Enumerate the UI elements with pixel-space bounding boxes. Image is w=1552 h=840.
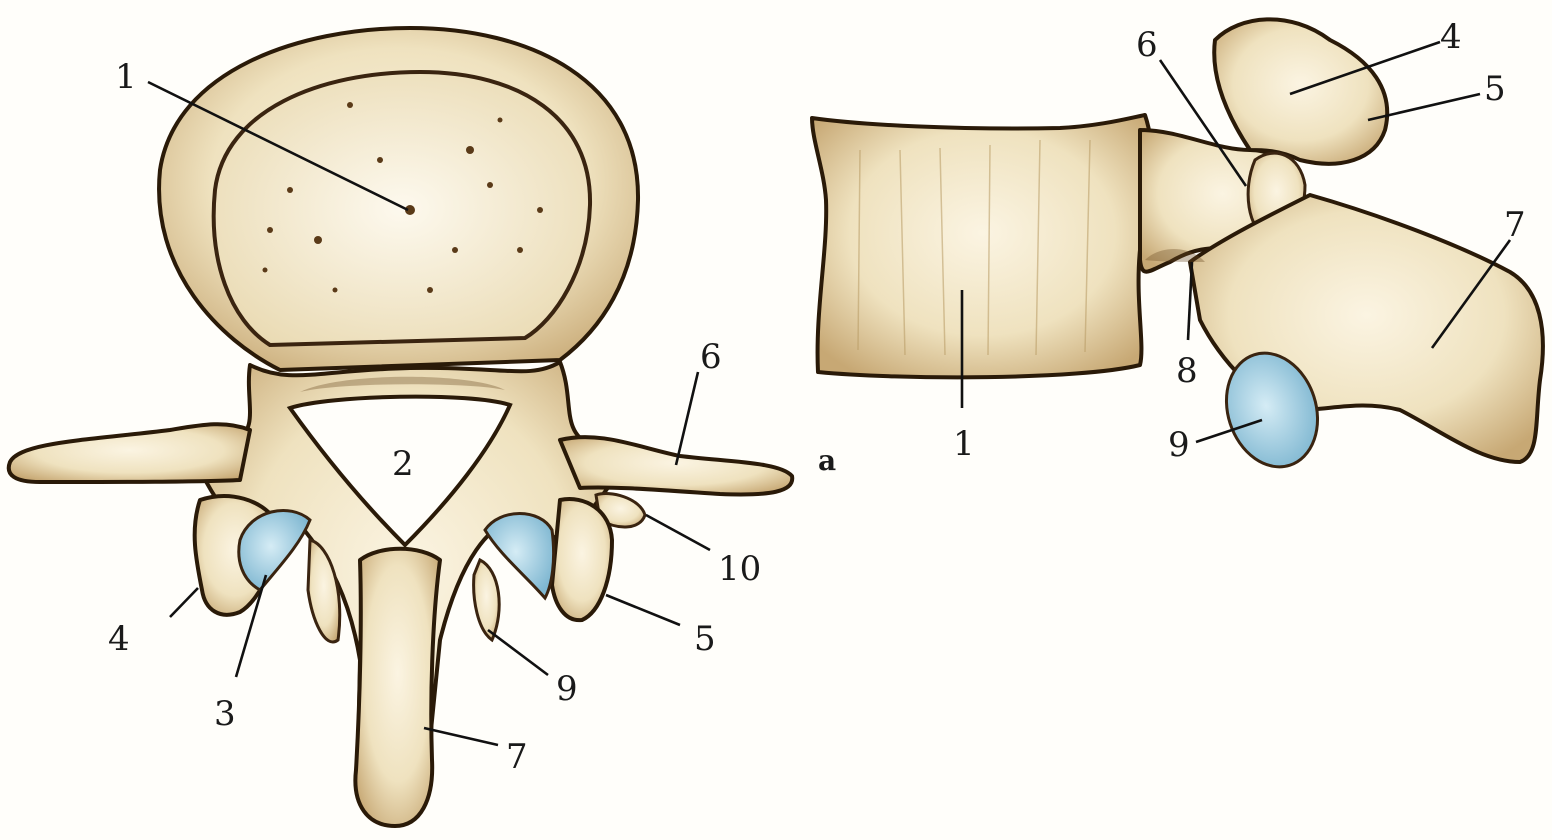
label-lateral-9: 9 <box>1168 425 1190 465</box>
transverse-process-right <box>560 437 792 494</box>
label-superior-6: 6 <box>700 337 722 377</box>
panel-label-a: a <box>818 444 836 477</box>
articular-facet-left <box>239 510 310 590</box>
label-superior-3: 3 <box>214 694 236 734</box>
spinous-process <box>355 549 440 826</box>
label-lateral-4: 4 <box>1440 17 1462 57</box>
label-superior-10: 10 <box>718 549 761 589</box>
label-superior-7: 7 <box>506 737 528 777</box>
label-superior-2: 2 <box>392 444 414 484</box>
inferior-articular-process-right <box>474 560 500 640</box>
lateral-view <box>812 19 1543 478</box>
label-lateral-7: 7 <box>1504 205 1526 245</box>
label-lateral-6: 6 <box>1136 25 1158 65</box>
transverse-process-left <box>9 424 250 482</box>
label-lateral-5: 5 <box>1484 69 1506 109</box>
superior-articular-process-right <box>552 499 612 620</box>
label-superior-5: 5 <box>694 619 716 659</box>
lateral-vertebral-body <box>812 115 1153 377</box>
superior-view <box>9 28 792 826</box>
label-lateral-8: 8 <box>1176 351 1198 391</box>
label-superior-9: 9 <box>556 669 578 709</box>
label-lateral-1: 1 <box>953 424 975 464</box>
body-upper-surface <box>214 72 590 345</box>
label-superior-1: 1 <box>115 57 137 97</box>
label-superior-4: 4 <box>108 619 130 659</box>
